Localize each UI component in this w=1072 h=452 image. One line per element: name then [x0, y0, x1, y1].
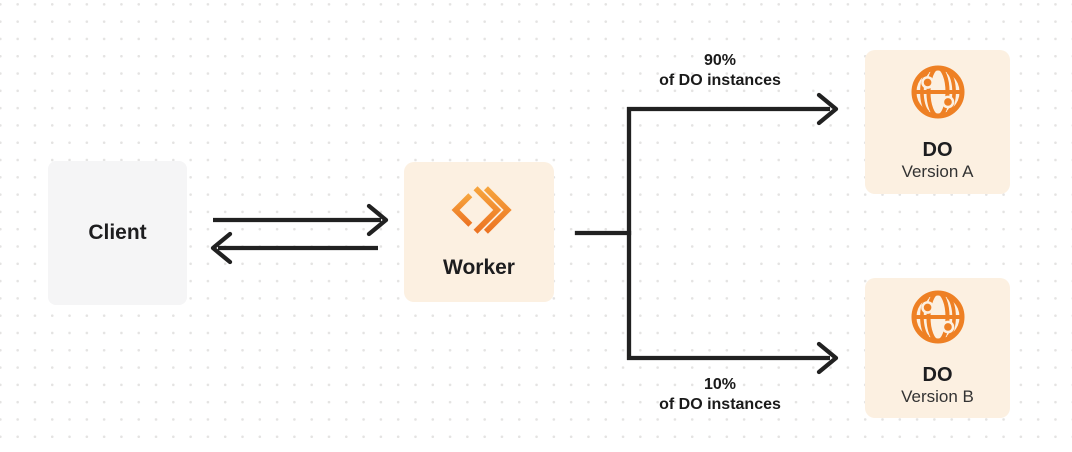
do-b-subtitle: Version B	[901, 387, 974, 406]
globe-icon	[910, 290, 965, 344]
request-arrow	[213, 203, 389, 237]
branch-b-label: 10% of DO instances	[620, 375, 820, 415]
branch-b-arrow	[627, 341, 839, 375]
response-arrow	[210, 231, 378, 265]
client-node: Client	[48, 161, 187, 305]
worker-node: Worker	[404, 162, 554, 302]
branch-a-arrow	[627, 92, 839, 126]
worker-label: Worker	[443, 256, 515, 279]
do-version-b-node: DO Version B	[865, 278, 1010, 418]
do-b-title: DO	[922, 364, 953, 386]
do-version-a-node: DO Version A	[865, 50, 1010, 194]
do-a-subtitle: Version A	[901, 162, 974, 181]
fork-line	[574, 107, 632, 360]
globe-icon	[910, 65, 965, 119]
branch-b-percent: 10%	[703, 376, 737, 393]
do-a-title: DO	[922, 139, 953, 161]
branch-b-caption: of DO instances	[659, 396, 781, 413]
branch-a-label: 90% of DO instances	[620, 51, 820, 91]
branch-a-caption: of DO instances	[659, 72, 781, 89]
client-label: Client	[88, 221, 147, 244]
workers-icon	[451, 186, 512, 234]
branch-a-percent: 90%	[703, 52, 737, 69]
